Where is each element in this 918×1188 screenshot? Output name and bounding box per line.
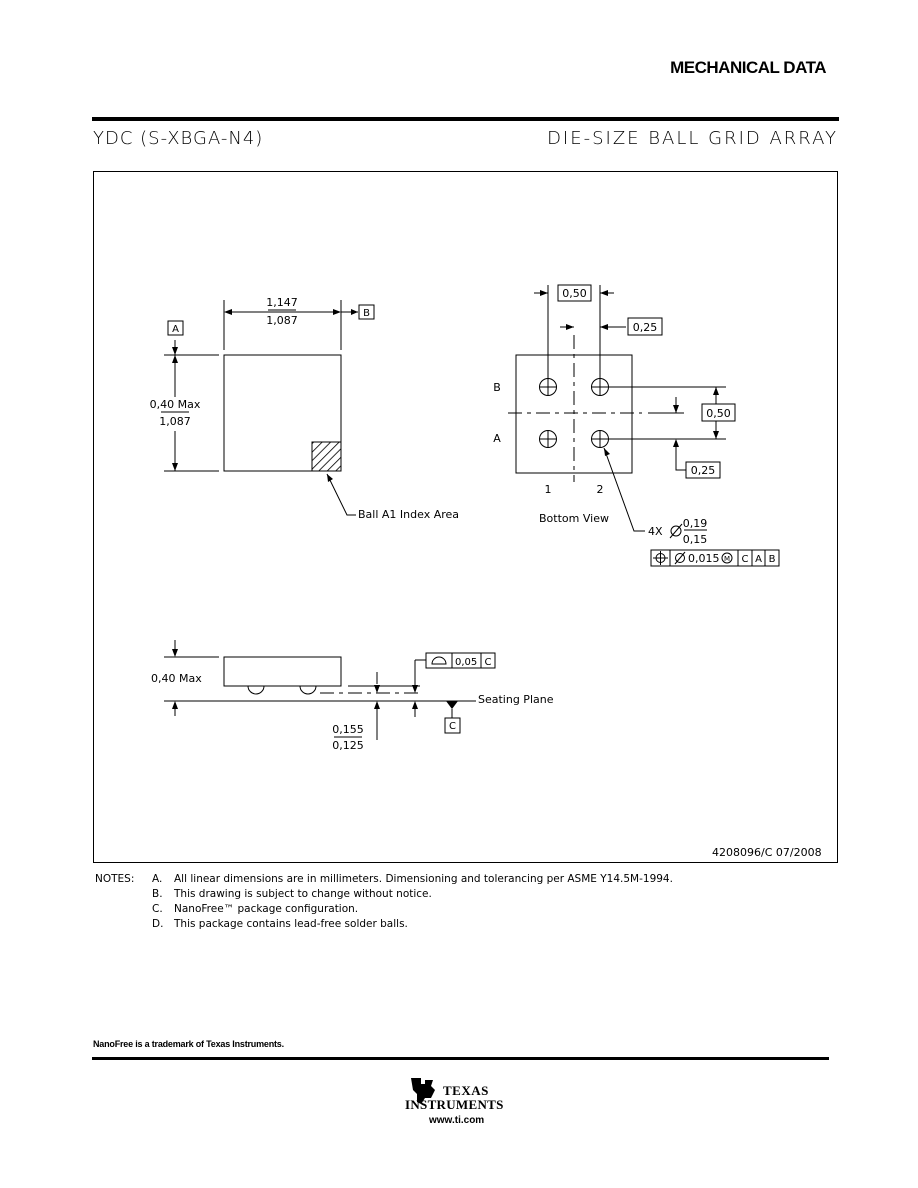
package-type: DIE-SIZE BALL GRID ARRAY <box>547 128 838 149</box>
ti-logo-icon <box>411 1078 435 1104</box>
standoff-max: 0,155 <box>332 723 364 736</box>
solder-ball-1 <box>247 685 265 695</box>
offset-y-box <box>685 461 721 479</box>
pos-ref-c: C <box>742 554 749 565</box>
datum-c-box <box>444 717 461 734</box>
top-view-body <box>223 354 342 472</box>
standoff-min: 0,125 <box>332 739 364 752</box>
drawing-number: 4208096/C 07/2008 <box>712 846 822 859</box>
profile-icon <box>431 656 447 665</box>
notes-label: NOTES: <box>95 873 135 885</box>
flatness-frame <box>425 652 496 669</box>
note-text: This drawing is subject to change withou… <box>174 888 432 900</box>
ball-count: 4X <box>648 525 663 538</box>
mmc-modifier: M <box>724 555 730 563</box>
width-max: 1,147 <box>266 296 298 309</box>
datum-c-label: C <box>449 721 456 732</box>
position-icon <box>653 551 668 565</box>
note-key: B. <box>152 888 163 900</box>
index-area-label: Ball A1 Index Area <box>358 508 459 521</box>
note-key: C. <box>152 903 163 915</box>
seating-plane-label: Seating Plane <box>478 693 554 706</box>
ball-dia-min: 0,15 <box>683 533 708 546</box>
side-view-body <box>223 656 342 687</box>
ball-b1 <box>539 378 557 396</box>
pos-ref-a: A <box>755 554 762 565</box>
brand-line-2: INSTRUMENTS <box>405 1097 504 1112</box>
row-b-label: B <box>493 381 501 394</box>
datum-a-box <box>167 320 184 336</box>
diameter-icon <box>669 523 683 539</box>
width-min: 1,087 <box>266 314 298 327</box>
ball-a1 <box>539 430 557 448</box>
page-title: MECHANICAL DATA <box>670 58 826 77</box>
header-rule <box>92 117 839 121</box>
note-key: D. <box>152 918 164 930</box>
height-max: 0,40 Max <box>150 398 201 411</box>
trademark-note: NanoFree is a trademark of Texas Instrum… <box>93 1039 284 1049</box>
bottom-view-label: Bottom View <box>539 512 609 525</box>
note-text: This package contains lead-free solder b… <box>174 918 408 930</box>
diameter-icon <box>674 551 686 565</box>
position-tolerance: 0,015 <box>688 552 720 565</box>
index-area-hatch <box>311 441 342 472</box>
brand-line-1: TEXAS <box>443 1083 489 1098</box>
mmc-icon <box>721 552 733 564</box>
datum-a-label: A <box>172 324 179 335</box>
brand-url: www.ti.com <box>429 1115 485 1126</box>
pitch-x: 0,50 <box>562 287 587 300</box>
notes-section: NOTES: A. All linear dimensions are in mil… <box>95 872 673 932</box>
note-text: NanoFree™ package configuration. <box>174 903 359 915</box>
col-2-label: 2 <box>597 483 604 496</box>
col-1-label: 1 <box>545 483 552 496</box>
note-key: A. <box>152 873 163 885</box>
datum-b-label: B <box>363 308 370 319</box>
note-text: All linear dimensions are in millimeters… <box>174 873 673 885</box>
package-code: YDC (S-XBGA-N4) <box>93 128 264 149</box>
pitch-x-box <box>557 284 592 302</box>
offset-y: 0,25 <box>691 464 716 477</box>
height-min: 1,087 <box>159 415 191 428</box>
ball-b2 <box>591 378 609 396</box>
drawing-frame <box>93 171 838 863</box>
ball-a2 <box>591 430 609 448</box>
pos-ref-b: B <box>769 554 776 565</box>
row-a-label: A <box>493 432 501 445</box>
ball-dia-max: 0,19 <box>683 517 708 530</box>
height-max-side: 0,40 Max <box>151 672 202 685</box>
pitch-y: 0,50 <box>706 407 731 420</box>
offset-x: 0,25 <box>633 321 658 334</box>
solder-ball-2 <box>299 685 317 695</box>
flatness-ref: C <box>485 657 492 668</box>
flatness-tolerance: 0,05 <box>455 657 477 668</box>
position-tolerance-frame <box>650 549 780 567</box>
pitch-y-box <box>701 403 736 422</box>
datum-b-box <box>358 304 375 320</box>
footer-rule <box>92 1057 829 1060</box>
offset-x-box <box>627 317 663 336</box>
